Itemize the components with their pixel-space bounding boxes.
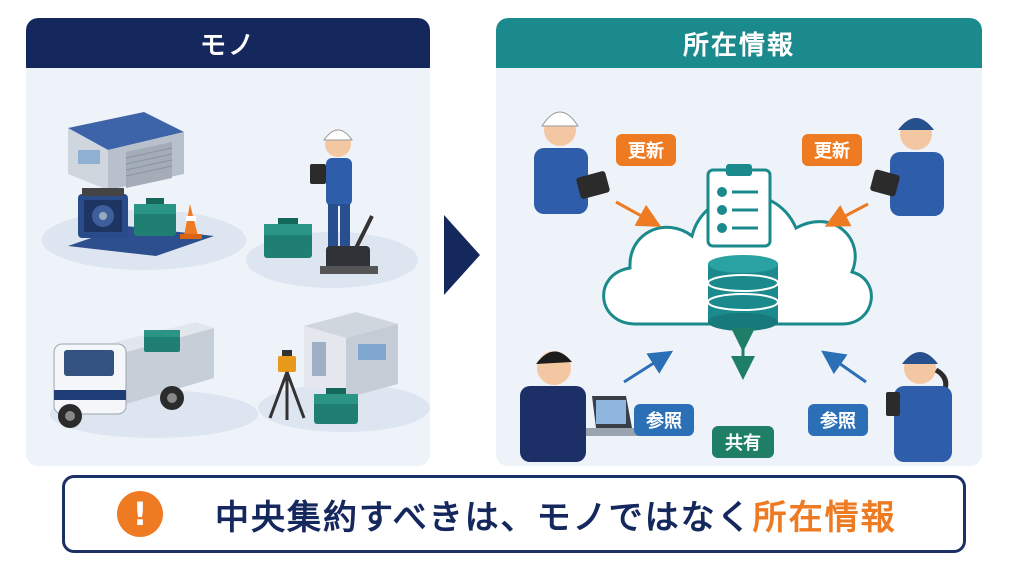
worker-helmet-tablet-icon <box>534 111 610 214</box>
key-message-accent: 所在情報 <box>752 497 897 538</box>
worker-equipment-scene <box>246 129 418 288</box>
checklist-clipboard-icon <box>706 164 772 248</box>
key-message-main: 中央集約すべきは、モノではなく <box>215 497 753 538</box>
refer-arrow-right <box>821 350 867 384</box>
generator-icon <box>78 188 128 238</box>
location-info-header: 所在情報 <box>496 18 982 68</box>
key-message-box: ! 中央集約すべきは、モノではなく 所在情報 <box>62 475 966 553</box>
toolbox-icon <box>264 218 312 258</box>
update-arrow-left <box>615 200 662 227</box>
chevron-right-icon <box>444 215 480 295</box>
site-office-icon <box>304 312 398 398</box>
update-tag-right: 更新 <box>802 134 862 166</box>
update-arrow-right <box>824 202 869 227</box>
things-header: モノ <box>26 18 430 68</box>
database-icon <box>707 255 779 331</box>
svg-text:更新: 更新 <box>814 140 850 162</box>
refer-tag-left: 参照 <box>634 404 694 436</box>
truck-scene <box>50 322 258 438</box>
site-office-scene <box>258 312 430 432</box>
refer-arrow-left <box>623 350 674 384</box>
svg-text:参照: 参照 <box>646 410 682 432</box>
svg-text:参照: 参照 <box>820 410 856 432</box>
exclamation-icon: ! <box>117 491 163 537</box>
location-info-panel: 所在情報 <box>496 18 982 466</box>
warehouse-scene <box>42 112 246 270</box>
traffic-cone-icon <box>180 204 202 239</box>
worker-icon <box>310 129 353 248</box>
things-panel: モノ <box>26 18 430 466</box>
surveying-tripod-icon <box>268 350 306 420</box>
svg-text:更新: 更新 <box>628 140 664 162</box>
toolbox-icon <box>134 198 176 236</box>
location-info-illustration: 更新 更新 参照 参照 共有 <box>520 111 952 462</box>
office-worker-laptop-icon <box>520 351 646 462</box>
refer-tag-right: 参照 <box>808 404 868 436</box>
things-illustration <box>42 112 430 438</box>
update-tag-left: 更新 <box>616 134 676 166</box>
truck-icon <box>53 322 214 428</box>
toolbox-icon <box>314 388 358 424</box>
worker-phone-icon <box>886 352 952 462</box>
worker-cap-tablet-icon <box>870 118 944 216</box>
plate-compactor-icon <box>320 215 378 274</box>
warehouse-icon <box>68 112 184 190</box>
share-tag: 共有 <box>712 426 774 458</box>
svg-text:共有: 共有 <box>725 432 761 454</box>
key-message: 中央集約すべきは、モノではなく 所在情報 <box>215 488 897 540</box>
